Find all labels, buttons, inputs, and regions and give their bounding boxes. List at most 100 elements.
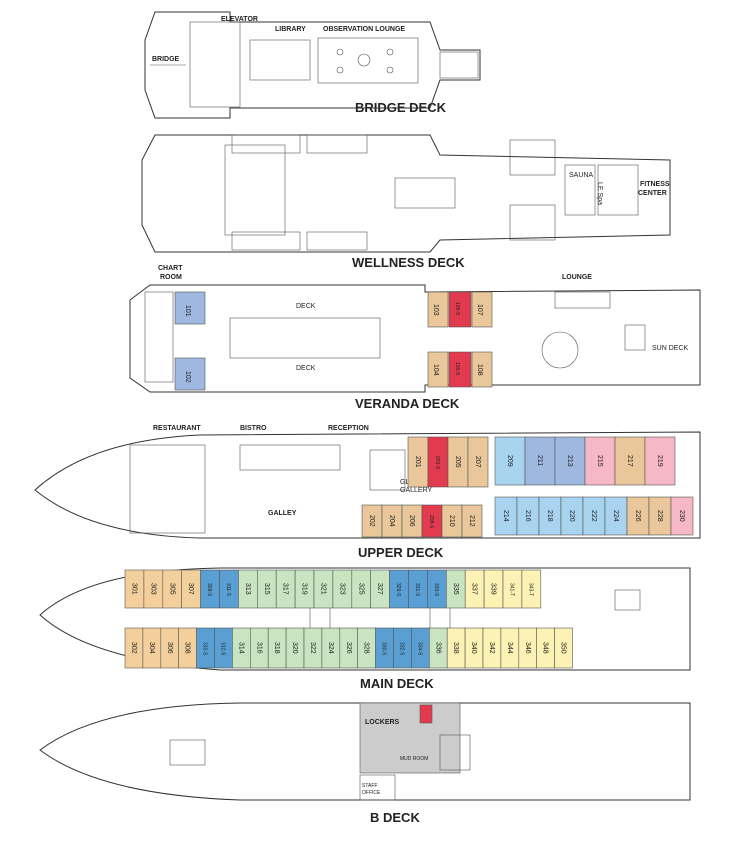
cabin-108[interactable] [471, 351, 493, 388]
cabin-207-label: 207 [474, 456, 481, 468]
bistro-label: BISTRO [240, 425, 267, 432]
cabin-103-label: 103 [432, 304, 439, 316]
cabin-203-s-label: 203-S [434, 456, 440, 470]
fitness-label-2: CENTER [638, 190, 667, 197]
cabin-102-label: 102 [184, 371, 191, 383]
cabin-327-label: 327 [376, 583, 383, 595]
cabin-320-label: 320 [291, 642, 298, 654]
cabin-343-t[interactable] [521, 569, 542, 609]
cabin-211[interactable] [524, 436, 556, 486]
cabin-330-s-label: 330-S [381, 642, 387, 656]
cabin-319-label: 319 [301, 583, 308, 595]
cabin-307-label: 307 [187, 583, 194, 595]
main-deck-title: MAIN DECK [360, 676, 434, 691]
cabin-219[interactable] [644, 436, 676, 486]
cabin-107-label: 107 [476, 304, 483, 316]
cabin-106-s[interactable] [448, 351, 472, 388]
cabin-230[interactable] [670, 496, 694, 536]
cabin-326-label: 326 [345, 642, 352, 654]
cabin-211-label: 211 [536, 455, 543, 466]
cabin-105-s[interactable] [448, 291, 472, 328]
restaurant-label: RESTAURANT [153, 425, 201, 432]
cabin-335-label: 335 [452, 583, 459, 595]
reception-label: RECEPTION [328, 425, 369, 432]
upper-deck-title: UPPER DECK [358, 545, 444, 560]
cabin-201-label: 201 [414, 456, 421, 468]
spa-label: LE Spa [596, 182, 603, 205]
cabin-323-label: 323 [338, 583, 345, 595]
cabin-104-label: 104 [432, 364, 439, 376]
cabin-212[interactable] [461, 504, 483, 538]
cabin-207[interactable] [467, 436, 489, 488]
elevator-label: ELEVATOR [221, 16, 258, 23]
cabin-216-label: 216 [524, 510, 531, 522]
cabin-205-label: 205 [454, 456, 461, 468]
staff-office-label-2: OFFICE [362, 790, 381, 796]
deck-label-top: DECK [296, 303, 316, 310]
cabin-204-label: 204 [388, 515, 395, 527]
cabin-318-label: 318 [273, 642, 280, 654]
cabin-218-label: 218 [546, 510, 553, 522]
cabin-209-label: 209 [506, 455, 513, 467]
chart-room-label-1: CHART [158, 265, 183, 272]
cabin-301-label: 301 [130, 583, 137, 595]
cabin-107[interactable] [471, 291, 493, 328]
cabin-312-s-label: 312-S [219, 642, 225, 656]
wellness-deck-title: WELLNESS DECK [352, 255, 465, 270]
cabin-215[interactable] [584, 436, 616, 486]
cabin-302-label: 302 [130, 642, 137, 654]
global-gallery-label-2: GALLERY [400, 487, 432, 494]
cabin-212-label: 212 [468, 515, 475, 527]
cabin-202-label: 202 [368, 515, 375, 527]
cabin-337-label: 337 [471, 583, 478, 595]
cabin-343-t-label: 343-T [527, 583, 533, 596]
b-deck-title: B DECK [370, 810, 420, 825]
cabin-344-label: 344 [506, 642, 513, 654]
cabin-104[interactable] [427, 351, 449, 388]
cabin-101[interactable] [174, 291, 206, 325]
veranda-deck-title: VERANDA DECK [355, 396, 460, 411]
deck-label-bottom: DECK [296, 365, 316, 372]
cabin-219-label: 219 [656, 455, 663, 467]
cabin-101-label: 101 [184, 305, 191, 317]
cabin-339-label: 339 [490, 583, 497, 595]
cabin-108-label: 108 [476, 364, 483, 376]
cabin-348-label: 348 [542, 642, 549, 654]
fitness-label-1: FITNESS [640, 181, 670, 188]
upper-deck-plan: RESTAURANT BISTRO RECEPTION GLOBAL GALLE… [34, 425, 701, 539]
cabin-206-label: 206 [408, 515, 415, 527]
sauna-label: SAUNA [569, 172, 593, 179]
mud-room-label: MUD ROOM [400, 756, 428, 762]
cabin-313-label: 313 [244, 583, 251, 595]
cabin-328-label: 328 [363, 642, 370, 654]
cabin-303-label: 303 [149, 583, 156, 595]
cabin-209[interactable] [494, 436, 526, 486]
cabin-342-label: 342 [488, 642, 495, 654]
cabin-350-label: 350 [560, 642, 567, 654]
cabin-217[interactable] [614, 436, 646, 486]
wellness-deck-plan: SAUNA LE Spa FITNESS CENTER [141, 134, 671, 253]
cabin-325-label: 325 [357, 583, 364, 595]
cabin-350[interactable] [554, 627, 573, 669]
cabin-324-label: 324 [327, 642, 334, 654]
bridge-deck-plan: ELEVATOR LIBRARY OBSERVATION LOUNGE BRID… [144, 11, 481, 119]
cabin-305-label: 305 [168, 583, 175, 595]
lounge-label: LOUNGE [562, 274, 592, 281]
cabin-103[interactable] [427, 291, 449, 328]
cabin-224-label: 224 [612, 510, 619, 522]
b-deck-plan: LOCKERS MUD ROOM STAFF OFFICE [39, 702, 691, 801]
cabin-213-label: 213 [566, 455, 573, 467]
cabin-106-label: 106-S [454, 362, 460, 376]
cabin-102[interactable] [174, 357, 206, 391]
cabin-210-label: 210 [448, 515, 455, 527]
observation-lounge-label: OBSERVATION LOUNGE [323, 26, 405, 33]
cabin-228-label: 228 [656, 510, 663, 522]
cabin-334-s-label: 334-S [416, 642, 422, 656]
bridge-label: BRIDGE [152, 56, 180, 63]
cabin-333-s-label: 333-S [433, 583, 439, 597]
cabin-215-label: 215 [596, 455, 603, 467]
cabin-208-s-label: 208-S [428, 515, 434, 529]
veranda-deck-plan: 101 102 103 104 105-S 106-S 107 108 CHAR… [129, 265, 701, 393]
cabin-309-s-label: 309-S [206, 583, 212, 597]
